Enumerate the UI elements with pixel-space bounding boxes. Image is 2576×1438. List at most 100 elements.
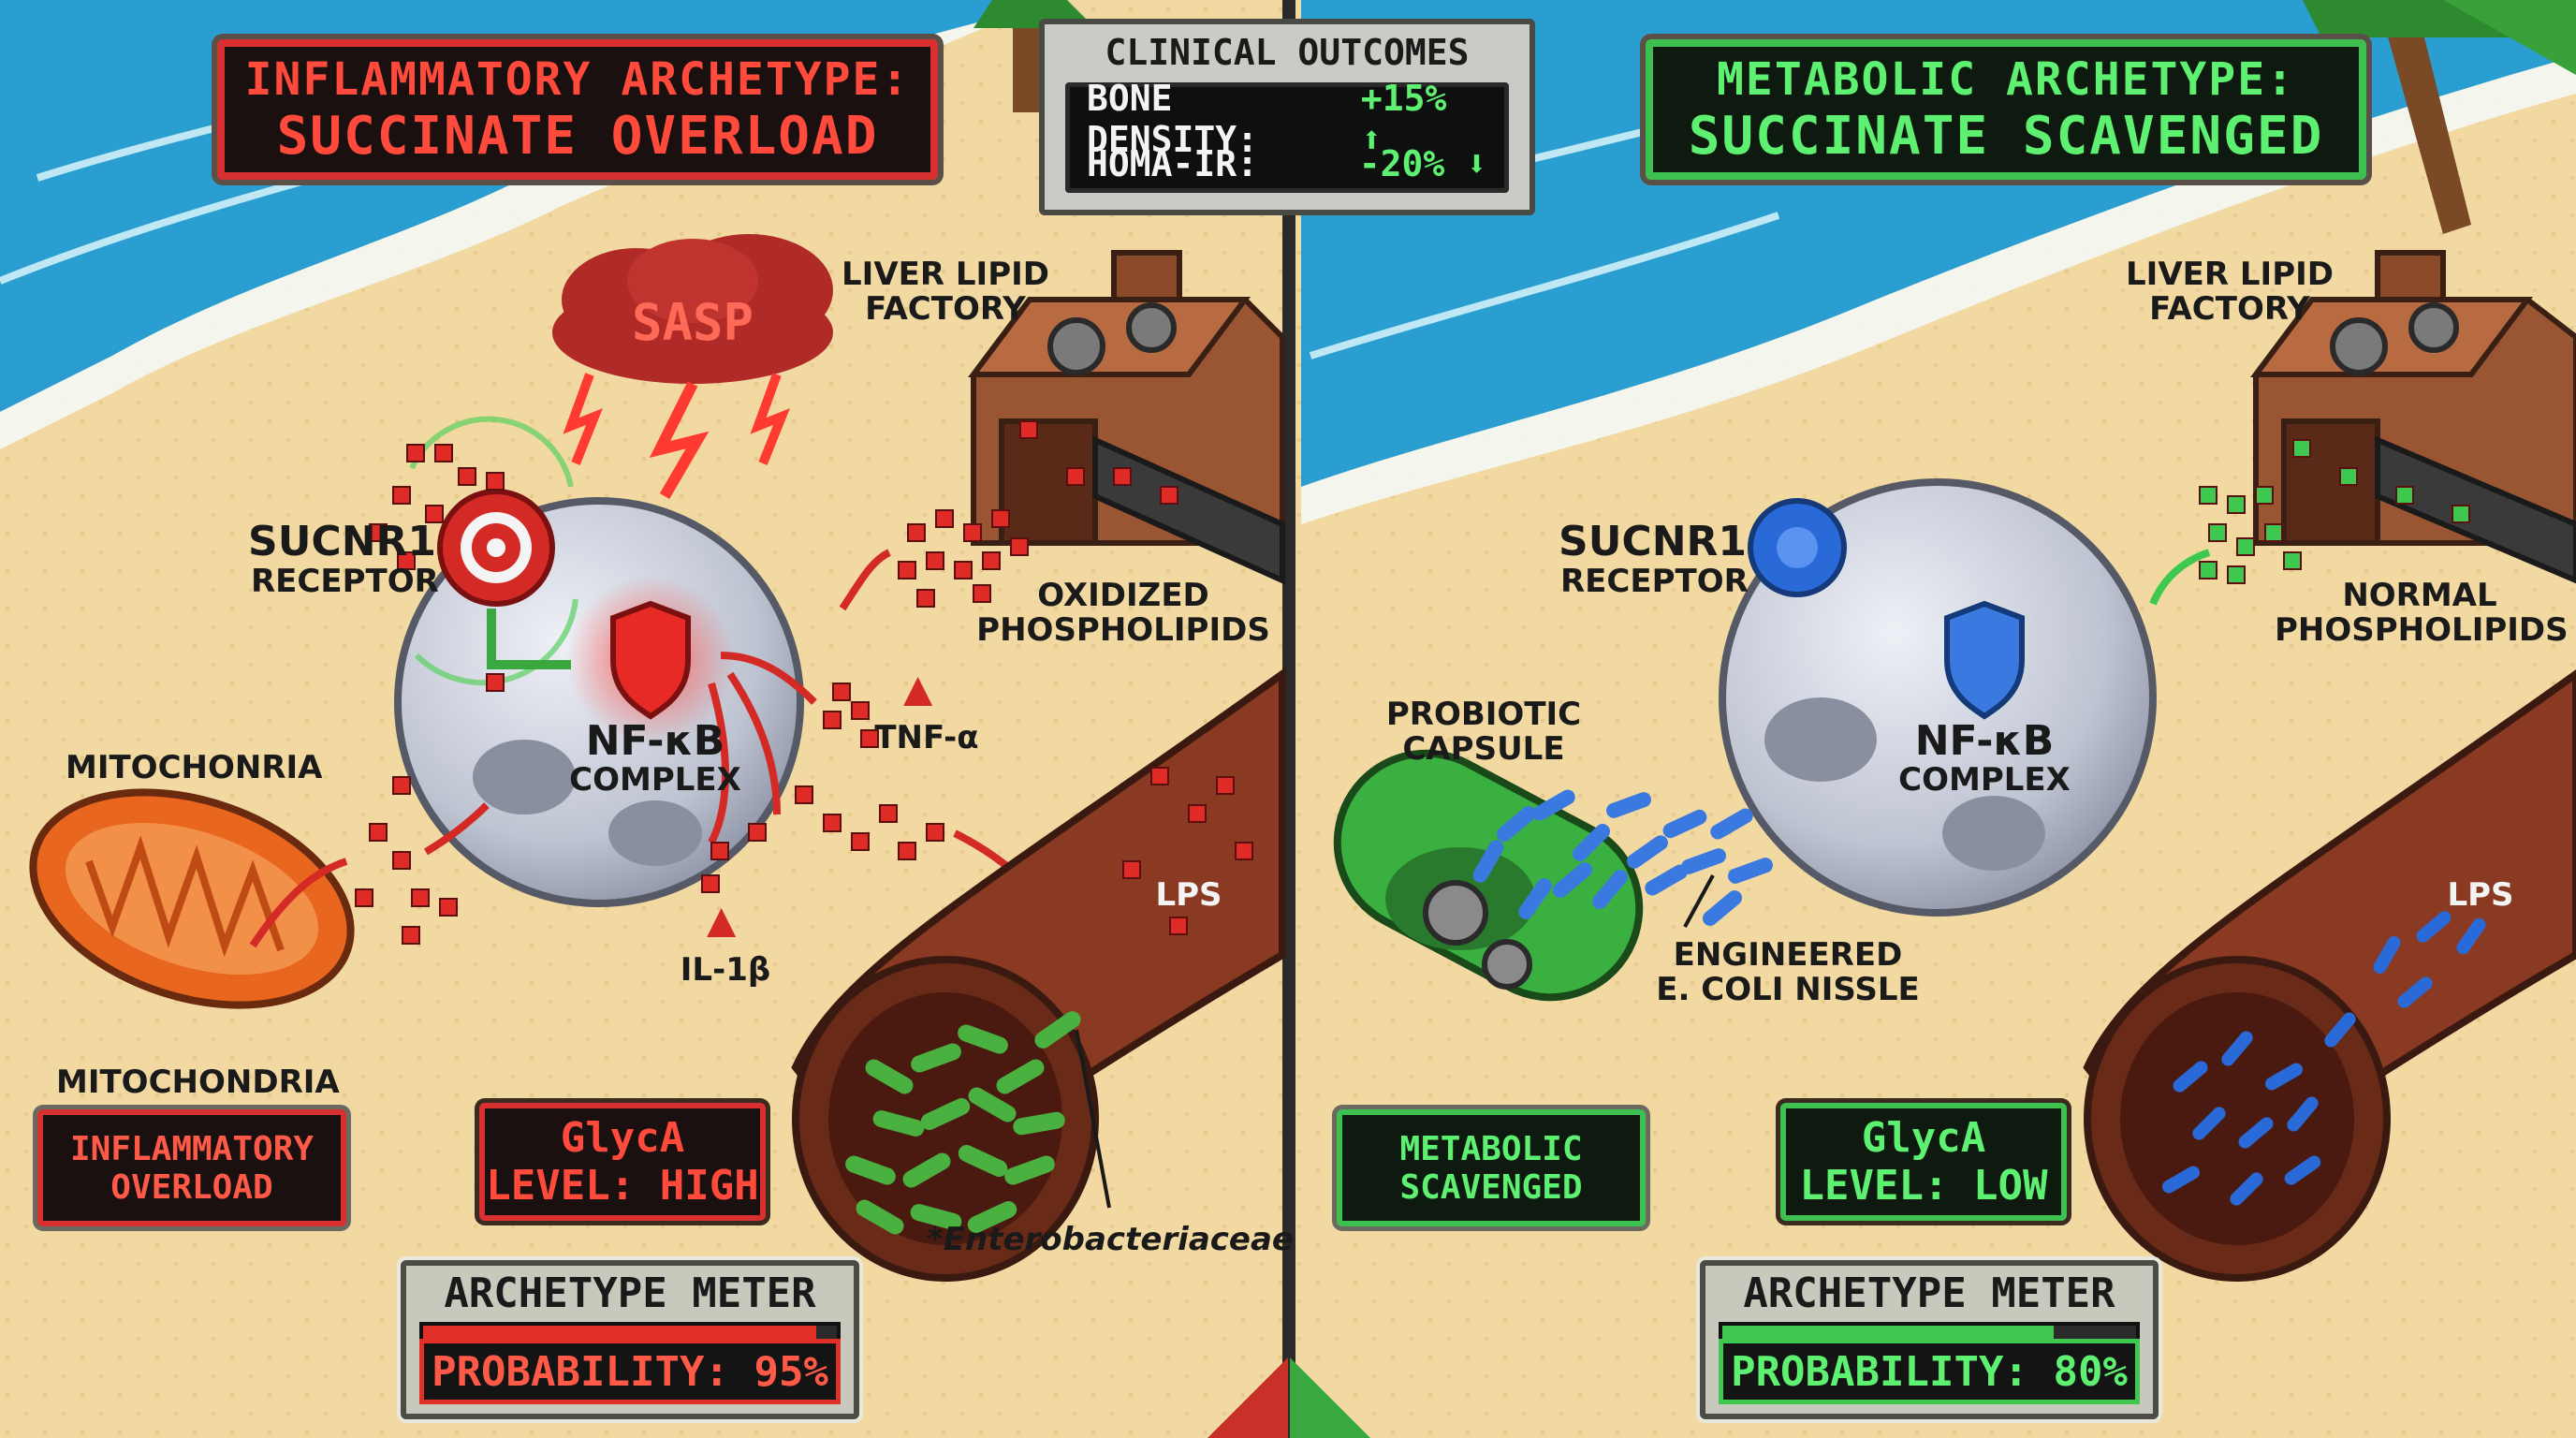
succinate-particle — [1150, 767, 1169, 785]
homa-ir-value: -20% — [1358, 143, 1445, 184]
succinate-particle — [1216, 776, 1235, 795]
nfkb-shield-right — [1944, 600, 2025, 720]
clinical-row-bone-density: BONE DENSITY: +15% ⬆ — [1087, 78, 1487, 160]
enterobacteria-rod — [996, 1059, 1045, 1094]
enterobacteria-rod — [958, 1024, 1008, 1054]
enterobacteria-rod — [920, 1097, 971, 1131]
succinate-particle — [1066, 467, 1085, 486]
engineered-ecoli-label: ENGINEERED E. COLI NISSLE — [1656, 936, 1920, 1009]
clinical-row-homa-ir: HOMA-IR: -20% ⬇ — [1087, 141, 1487, 186]
succinate-particle — [982, 551, 1001, 570]
ecoli-rod — [1702, 890, 1743, 926]
succinate-particle — [710, 842, 729, 860]
ecoli-rod — [2416, 911, 2452, 943]
enterobacteria-rod — [856, 1199, 904, 1235]
left-surf — [0, 0, 1048, 449]
nfkb-shield-left — [610, 600, 691, 720]
probiotic-capsule-label: PROBIOTIC CAPSULE — [1385, 696, 1582, 769]
succinate-particle — [397, 551, 416, 570]
clinical-outcomes-rows: BONE DENSITY: +15% ⬆ HOMA-IR: -20% ⬇ — [1065, 78, 1509, 193]
receptor-left-label: RECEPTOR — [251, 563, 439, 600]
ecoli-rod — [1552, 862, 1593, 898]
succinate-particle — [406, 444, 425, 462]
right-title-line1: METABOLIC ARCHETYPE: — [1717, 52, 2295, 106]
liver-factory-left-label: LIVER LIPID FACTORY — [842, 256, 1049, 329]
sasp-label: SASP — [631, 293, 754, 352]
bone-density-value: +15% — [1360, 78, 1447, 119]
succinate-particle — [701, 874, 720, 893]
probability-right: PROBABILITY: 80% — [1719, 1339, 2140, 1404]
archetype-meter-left: ARCHETYPE METER PROBABILITY: 95% — [401, 1260, 859, 1419]
succinate-particle — [369, 523, 388, 542]
metabolic-scavenged-box: METABOLIC SCAVENGED — [1337, 1109, 1646, 1226]
phospholipid-particle — [2227, 565, 2246, 584]
ecoli-rod — [1572, 823, 1611, 862]
ecoli-rod — [2265, 1063, 2303, 1091]
enterobacteria-rod — [872, 1110, 925, 1137]
succinate-particle — [392, 486, 411, 505]
enterobacteria-rod — [1034, 1011, 1081, 1049]
archetype-meter-right: ARCHETYPE METER PROBABILITY: 80% — [1700, 1260, 2159, 1419]
succinate-particle — [954, 561, 973, 580]
inflammatory-overload-line2: OVERLOAD — [110, 1167, 273, 1207]
succinate-particle — [916, 589, 935, 608]
liver-factory-right-label: LIVER LIPID FACTORY — [2126, 256, 2334, 329]
succinate-particle — [851, 832, 870, 851]
succinate-particle — [1113, 467, 1132, 486]
succinate-particle — [935, 509, 954, 528]
phospholipid-particle — [2199, 486, 2217, 505]
ecoli-rod — [1710, 808, 1753, 840]
activation-arrow — [487, 609, 571, 669]
ecoli-rod — [2173, 1061, 2208, 1093]
warning-icon-il1b: ▲ — [707, 891, 737, 947]
succinate-particle — [1188, 804, 1207, 823]
succinate-particle — [458, 467, 476, 486]
succinate-particle — [860, 729, 879, 748]
succinate-particle — [823, 814, 842, 832]
ecoli-rod — [1592, 869, 1628, 910]
ecoli-rod — [2221, 1031, 2253, 1066]
archetype-meter-right-title: ARCHETYPE METER — [1743, 1269, 2115, 1317]
succinate-particle — [425, 505, 444, 523]
ecoli-rod — [2287, 1096, 2319, 1132]
liver-factory-right — [2250, 250, 2576, 584]
phospholipid-particle — [2255, 486, 2274, 505]
left-title-line1: INFLAMMATORY ARCHETYPE: — [244, 52, 911, 106]
ecoli-rod — [2456, 917, 2486, 955]
enterobacteriaceae-label: *Enterobacteriaceae — [927, 1221, 1294, 1258]
glyca-low-line2: LEVEL: LOW — [1799, 1162, 2048, 1210]
ecoli-rod — [1681, 848, 1726, 874]
succinate-particle — [795, 785, 813, 804]
phospholipid-particle — [2264, 523, 2283, 542]
inflammatory-overload-box: INFLAMMATORY OVERLOAD — [37, 1109, 346, 1226]
warning-icon-tnf: ▲ — [903, 660, 933, 716]
ecoli-rod — [1472, 840, 1504, 883]
archetype-meter-left-title: ARCHETYPE METER — [444, 1269, 816, 1317]
receptor-right-label: RECEPTOR — [1560, 563, 1749, 600]
arrow-up-icon: ⬆ — [1360, 119, 1383, 160]
glyca-low-line1: GlycA — [1861, 1114, 1986, 1162]
succinate-particle — [991, 509, 1010, 528]
succinate-particle — [973, 584, 991, 603]
arrow-down-icon: ⬇ — [1466, 143, 1487, 184]
il1b-label: IL-1β — [680, 951, 771, 989]
glyca-high-line2: LEVEL: HIGH — [486, 1162, 759, 1210]
mitochondria-bottom-label: MITOCHONDRIA — [56, 1064, 340, 1101]
phospholipid-particle — [2292, 439, 2311, 458]
succinate-particle — [402, 926, 420, 945]
probability-left: PROBABILITY: 95% — [419, 1339, 841, 1404]
complex-left-label: COMPLEX — [569, 761, 741, 799]
metabolic-scavenged-line2: SCAVENGED — [1399, 1167, 1583, 1207]
enterobacteria-rod — [1004, 1155, 1055, 1185]
left-archetype-title: INFLAMMATORY ARCHETYPE: SUCCINATE OVERLO… — [217, 39, 938, 180]
right-archetype-title: METABOLIC ARCHETYPE: SUCCINATE SCAVENGED — [1646, 39, 2366, 180]
ecoli-rod — [1532, 789, 1575, 821]
clinical-outcomes-panel: CLINICAL OUTCOMES BONE DENSITY: +15% ⬆ H… — [1039, 19, 1535, 215]
lps-left-label: LPS — [1155, 876, 1222, 914]
complex-right-label: COMPLEX — [1898, 761, 2071, 799]
succinate-particle — [1010, 537, 1029, 556]
ecoli-rod — [1518, 878, 1552, 919]
ecoli-rod — [2373, 936, 2401, 974]
